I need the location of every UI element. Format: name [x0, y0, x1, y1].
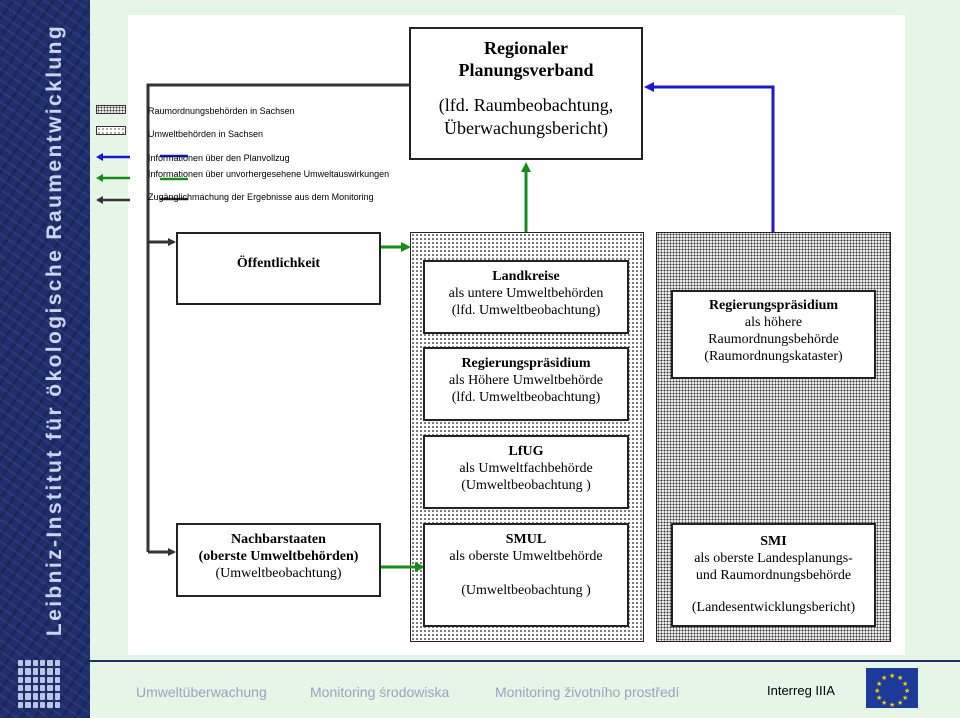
landkreise-title: Landkreise	[492, 269, 560, 284]
rp-raum-line-1: als höhere	[744, 315, 803, 330]
smul-box: SMUL als oberste Umweltbehörde (Umweltbe…	[423, 523, 629, 627]
rpv-sub-2: Überwachungsbericht)	[444, 118, 608, 138]
rpv-sub-1: (lfd. Raumbeobachtung,	[438, 95, 614, 115]
raumordnung-swatch-icon	[96, 105, 126, 114]
nachbar-title-1: Nachbarstaaten	[231, 532, 326, 547]
oeffentlichkeit-box: Öffentlichkeit	[176, 232, 381, 305]
nachbarstaaten-box: Nachbarstaaten (oberste Umweltbehörden) …	[176, 523, 381, 597]
legend-umwelt-label: Umweltbehörden in Sachsen	[148, 129, 264, 139]
institute-logo-icon	[18, 660, 60, 708]
lfug-line-2: (Umweltbeobachtung )	[461, 478, 591, 493]
smi-line-2: und Raumordnungsbehörde	[695, 568, 852, 583]
footer-item-de: Umweltüberwachung	[136, 684, 267, 700]
rpv-title-2: Planungsverband	[458, 60, 594, 80]
rp-raum-line-2: Raumordnungsbehörde	[708, 332, 839, 347]
nachbar-title-2: (oberste Umweltbehörden)	[198, 549, 359, 564]
lfug-line-1: als Umweltfachbehörde	[459, 461, 593, 476]
connector-lines	[146, 82, 775, 572]
landkreise-box: Landkreise als untere Umweltbehörden (lf…	[423, 260, 629, 334]
rp-umwelt-line-2: (lfd. Umweltbeobachtung)	[451, 390, 601, 405]
oeffentlichkeit-title: Öffentlichkeit	[236, 256, 321, 271]
nachbar-line-1: (Umweltbeobachtung)	[215, 566, 342, 581]
planvollzug-connector	[644, 82, 775, 232]
footer-item-cz: Monitoring životního prostředí	[495, 684, 680, 700]
legend-raumordnung-label: Raumordnungsbehörden in Sachsen	[148, 106, 295, 116]
rp-umwelt-line-1: als Höhere Umweltbehörde	[449, 373, 603, 388]
smi-line-3: (Landesentwicklungsbericht)	[691, 600, 856, 615]
footer-item-pl: Monitoring środowiska	[310, 684, 450, 700]
smul-title: SMUL	[505, 532, 547, 547]
sidebar: Leibniz-Institut für ökologische Raument…	[0, 0, 90, 718]
smul-line-1: als oberste Umweltbehörde	[449, 549, 603, 564]
smi-line-1: als oberste Landesplanungs-	[694, 551, 853, 566]
umwelt-swatch-icon	[96, 126, 126, 135]
legend-planvollzug-label: Informationen über den Planvollzug	[148, 153, 290, 163]
regierungspraesidium-umwelt-box: Regierungspräsidium als Höhere Umweltbeh…	[423, 347, 629, 421]
regierungspraesidium-raumordnung-box: Regierungspräsidium als höhere Raumordnu…	[671, 290, 876, 379]
regionaler-planungsverband-box: Regionaler Planungsverband (lfd. Raumbeo…	[409, 27, 643, 160]
landkreise-line-2: (lfd. Umweltbeobachtung)	[451, 303, 601, 318]
lfug-box: LfUG als Umweltfachbehörde (Umweltbeobac…	[423, 435, 629, 509]
legend-arrows	[160, 154, 188, 201]
landkreise-line-1: als untere Umweltbehörden	[448, 286, 604, 301]
legend-arrow-icons	[96, 153, 130, 204]
access-connector	[146, 83, 409, 556]
interreg-label: Interreg IIIA	[767, 683, 835, 698]
eu-flag-icon: ★ ★ ★ ★ ★ ★ ★ ★ ★ ★ ★ ★	[866, 668, 918, 709]
aerial-photo-texture	[0, 0, 90, 718]
rp-umwelt-title: Regierungspräsidium	[461, 356, 591, 371]
rp-raum-line-3: (Raumordnungskataster)	[704, 349, 843, 364]
legend-umweltwirkungen-label: Informationen über unvorhergesehene Umwe…	[148, 169, 390, 179]
footer-divider	[90, 660, 960, 662]
smi-box: SMI als oberste Landesplanungs- und Raum…	[671, 523, 876, 627]
rpv-title-1: Regionaler	[484, 38, 568, 58]
institute-title: Leibniz-Institut für ökologische Raument…	[43, 23, 66, 637]
smi-title: SMI	[760, 534, 787, 549]
lfug-title: LfUG	[508, 444, 544, 459]
smul-line-2: (Umweltbeobachtung )	[461, 583, 591, 598]
impact-connector	[381, 162, 531, 572]
rp-raum-title: Regierungspräsidium	[708, 298, 839, 313]
diagram-panel: Regionaler Planungsverband (lfd. Raumbeo…	[128, 15, 905, 655]
legend-zugang-label: Zugänglichmachung der Ergebnisse aus dem…	[148, 192, 374, 202]
